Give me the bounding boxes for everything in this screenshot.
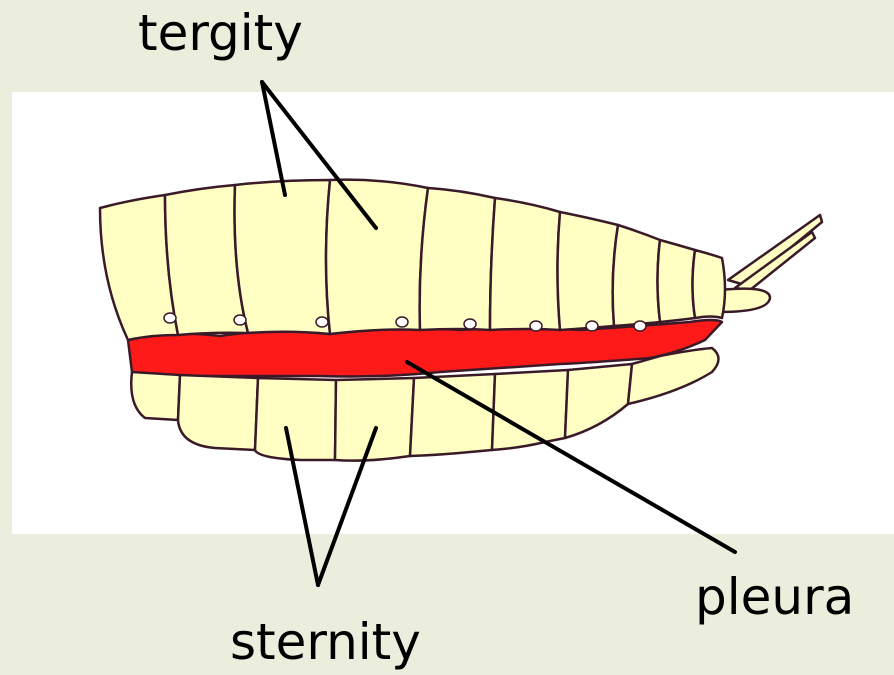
tergite (326, 180, 428, 334)
spiracle (234, 315, 246, 325)
spiracle (316, 317, 328, 327)
spiracle (586, 321, 598, 331)
spiracle (464, 319, 476, 329)
sternity-label: sternity (230, 617, 421, 667)
tergite (658, 240, 696, 322)
spiracle (530, 321, 542, 331)
tergite (420, 188, 495, 330)
tergity-label: tergity (138, 8, 303, 58)
sternite (131, 372, 180, 420)
sternite (255, 378, 336, 460)
spiracle (396, 317, 408, 327)
spiracle (634, 321, 646, 331)
sternite (492, 370, 568, 450)
tergite (235, 180, 330, 334)
tergite (490, 198, 560, 330)
tergite (558, 212, 619, 330)
pleura-label: pleura (695, 572, 854, 622)
tergite (693, 250, 726, 318)
tergite (613, 225, 660, 326)
sternite (178, 375, 258, 450)
spiracle (164, 313, 176, 323)
sternite (335, 378, 414, 461)
